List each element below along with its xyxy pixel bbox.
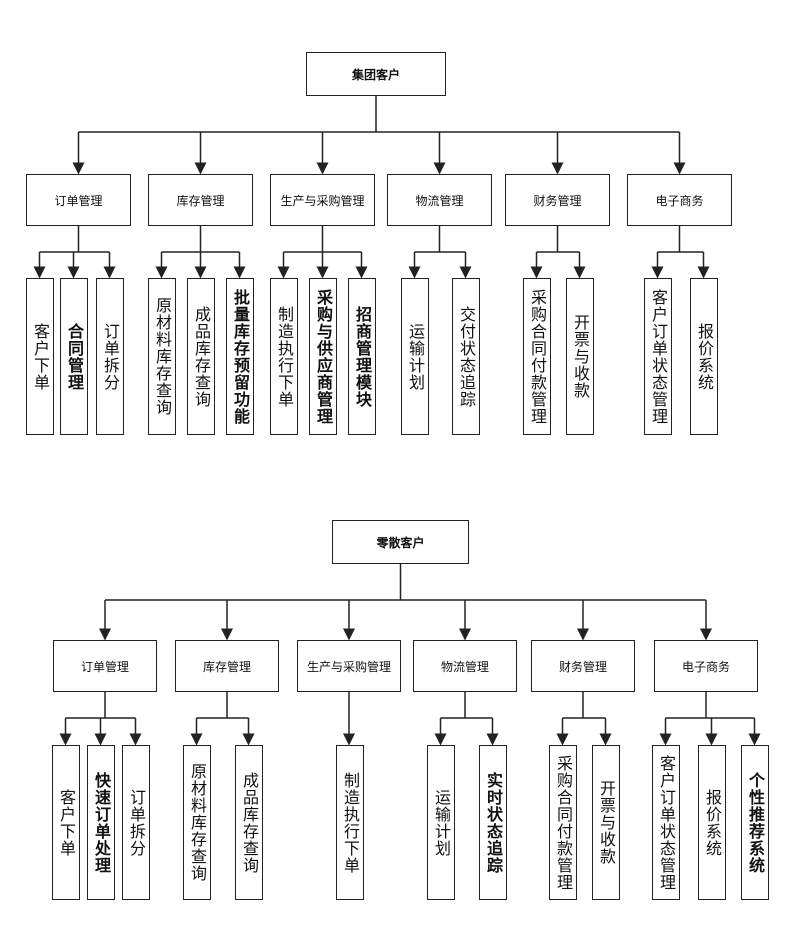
root-node-label: 集团客户 (351, 67, 400, 82)
function-node: 客户下单 (52, 745, 80, 900)
function-node-label: 客户订单状态管理 (649, 288, 668, 425)
function-node-label: 开票与收款 (597, 780, 616, 865)
function-node: 采购与供应商管理 (309, 278, 337, 435)
function-node-label: 快速订单处理 (92, 771, 111, 874)
function-node: 制造执行下单 (270, 278, 298, 435)
module-node: 订单管理 (26, 174, 131, 226)
function-node-label: 实时状态追踪 (484, 771, 503, 874)
module-node-label: 物流管理 (440, 659, 489, 674)
function-node: 招商管理模块 (348, 278, 376, 435)
function-node: 订单拆分 (122, 745, 150, 900)
module-node-label: 订单管理 (54, 193, 103, 208)
function-node-label: 成品库存查询 (240, 771, 259, 874)
function-node: 客户订单状态管理 (644, 278, 672, 435)
function-node-label: 客户下单 (31, 322, 50, 391)
function-node-label: 制造执行下单 (341, 771, 360, 874)
function-node: 快速订单处理 (87, 745, 115, 900)
module-node-label: 生产与采购管理 (306, 659, 391, 674)
module-node: 库存管理 (175, 640, 279, 692)
function-node: 批量库存预留功能 (226, 278, 254, 435)
function-node: 开票与收款 (592, 745, 620, 900)
module-node: 财务管理 (531, 640, 635, 692)
function-node: 报价系统 (690, 278, 718, 435)
function-node-label: 订单拆分 (127, 788, 146, 857)
function-node: 客户订单状态管理 (652, 745, 680, 900)
module-node: 电子商务 (627, 174, 732, 226)
module-node-label: 库存管理 (202, 659, 251, 674)
function-node-label: 招商管理模块 (353, 305, 372, 408)
function-node: 原材料库存查询 (148, 278, 176, 435)
module-node-label: 物流管理 (415, 193, 464, 208)
module-node-label: 财务管理 (558, 659, 607, 674)
function-node: 合同管理 (60, 278, 88, 435)
function-node: 交付状态追踪 (452, 278, 480, 435)
function-node-label: 成品库存查询 (192, 305, 211, 408)
function-node: 运输计划 (401, 278, 429, 435)
function-node-label: 制造执行下单 (275, 305, 294, 408)
function-node: 采购合同付款管理 (549, 745, 577, 900)
module-node: 库存管理 (148, 174, 253, 226)
root-node: 零散客户 (332, 520, 469, 564)
function-node-label: 个性推荐系统 (746, 771, 765, 874)
module-node: 生产与采购管理 (297, 640, 401, 692)
module-node: 物流管理 (387, 174, 492, 226)
function-node-label: 采购与供应商管理 (314, 288, 333, 425)
function-node: 成品库存查询 (187, 278, 215, 435)
module-node-label: 财务管理 (533, 193, 582, 208)
function-node-label: 批量库存预留功能 (231, 288, 250, 425)
function-node: 报价系统 (698, 745, 726, 900)
function-node: 制造执行下单 (336, 745, 364, 900)
function-node-label: 原材料库存查询 (188, 763, 207, 882)
function-node: 订单拆分 (96, 278, 124, 435)
function-node: 成品库存查询 (235, 745, 263, 900)
function-node-label: 客户下单 (57, 788, 76, 857)
module-node: 财务管理 (505, 174, 610, 226)
function-node-label: 报价系统 (703, 788, 722, 857)
function-node-label: 采购合同付款管理 (528, 288, 547, 425)
module-node-label: 电子商务 (655, 193, 704, 208)
module-node-label: 电子商务 (681, 659, 730, 674)
module-node-label: 库存管理 (176, 193, 225, 208)
module-node: 生产与采购管理 (270, 174, 375, 226)
function-node-label: 客户订单状态管理 (657, 754, 676, 891)
root-node: 集团客户 (306, 52, 446, 96)
function-node-label: 订单拆分 (101, 322, 120, 391)
function-node: 实时状态追踪 (479, 745, 507, 900)
root-node-label: 零散客户 (376, 535, 425, 550)
function-node-label: 运输计划 (432, 788, 451, 857)
function-node-label: 合同管理 (65, 322, 84, 391)
module-node-label: 订单管理 (80, 659, 129, 674)
function-node: 采购合同付款管理 (523, 278, 551, 435)
function-node: 运输计划 (427, 745, 455, 900)
module-node-label: 生产与采购管理 (280, 193, 365, 208)
function-node-label: 报价系统 (695, 322, 714, 391)
module-node: 物流管理 (413, 640, 517, 692)
function-node-label: 开票与收款 (571, 314, 590, 399)
function-node-label: 采购合同付款管理 (554, 754, 573, 891)
module-node: 电子商务 (654, 640, 758, 692)
function-node: 原材料库存查询 (183, 745, 211, 900)
function-node: 开票与收款 (566, 278, 594, 435)
function-node-label: 运输计划 (406, 322, 425, 391)
function-node: 客户下单 (26, 278, 54, 435)
function-node-label: 交付状态追踪 (457, 305, 476, 408)
function-node-label: 原材料库存查询 (153, 297, 172, 416)
module-node: 订单管理 (53, 640, 157, 692)
function-node: 个性推荐系统 (741, 745, 769, 900)
